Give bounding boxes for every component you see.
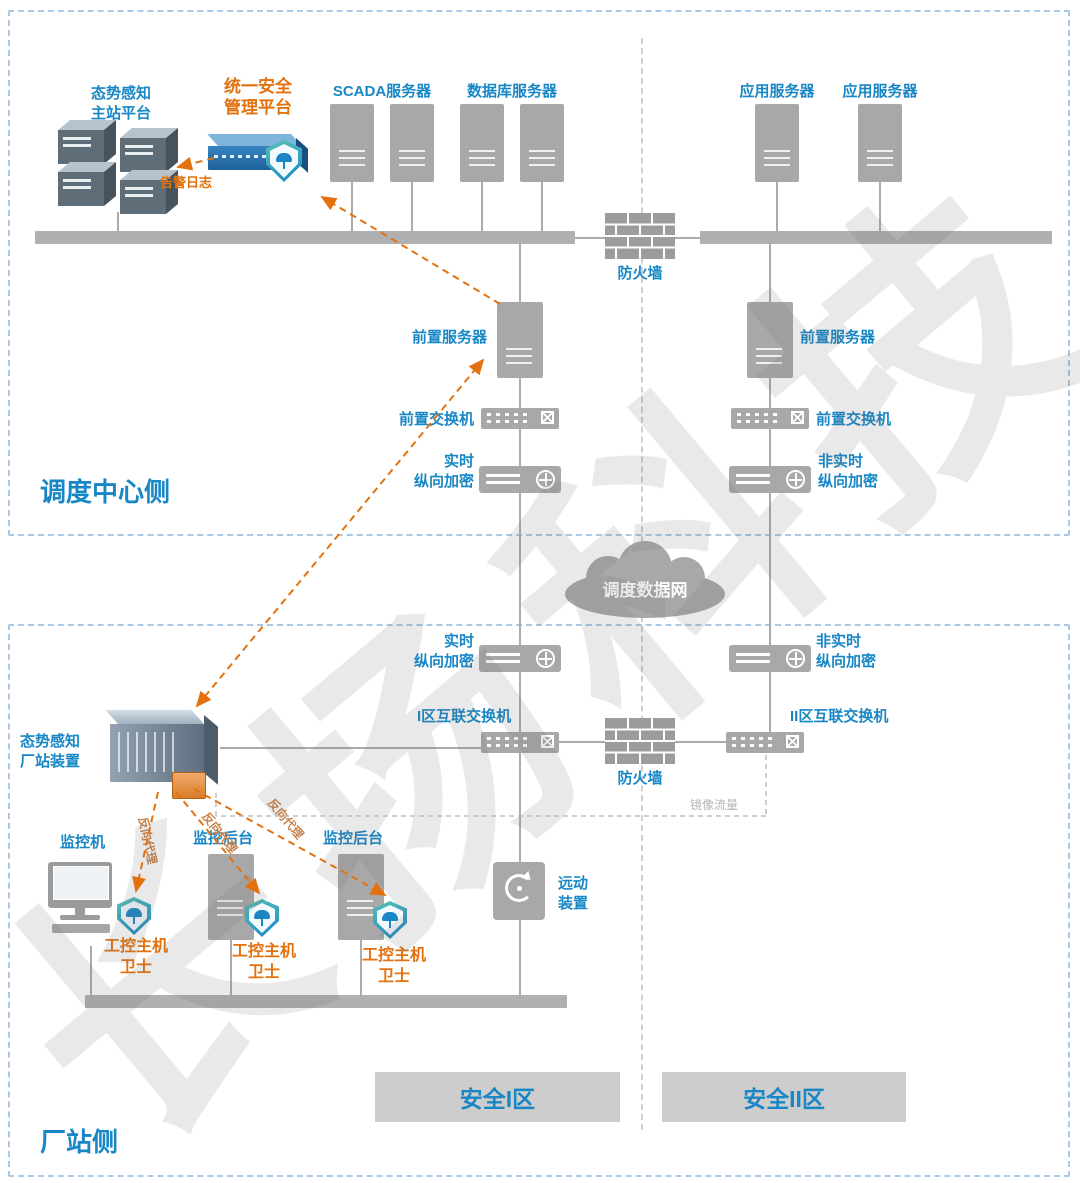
scada-server-icon-1 [330,104,374,182]
host-guard-label-3: 工控主机卫士 [361,947,426,985]
station-awareness-device-icon [105,710,222,800]
monitor-pc-icon [48,862,134,946]
front-server-left-icon [497,302,543,378]
front-switch-right-icon [731,408,809,429]
alert-log-label: 告警日志 [160,175,213,190]
front-switch-left-icon [481,408,559,429]
app-server-left-label: 应用服务器 [739,83,815,100]
host-guard-shield-icon-2 [245,899,279,937]
security-zone1-box: 安全I区 [375,1072,620,1122]
scada-server-icon-2 [390,104,434,182]
rtu-icon [493,862,545,920]
rtu-label: 远动 装置 [558,875,589,912]
dispatch-bus-right [700,231,1052,244]
front-switch-left-label: 前置交换机 [398,411,474,428]
rt-encrypt-left-icon [479,466,561,493]
station-bus [85,995,567,1008]
keyboard-icon [52,924,110,933]
zone1-switch-icon [481,732,559,753]
front-server-right-icon [747,302,793,378]
nrt-encrypt-right-label: 非实时 纵向加密 [818,453,879,490]
host-guard-label-2: 工控主机卫士 [231,943,296,981]
fan-icon [786,649,805,668]
firewall-top-icon [605,213,675,264]
cloud-label: 调度数据网 [602,581,688,600]
rt-encrypt-left-label: 实时 纵向加密 [413,453,474,490]
dispatch-bus-left [35,231,575,244]
cycle-arrows-icon [505,874,533,902]
uplink-port-icon [786,735,799,748]
situation-master-stack-icon [56,108,180,219]
device-orange-module [172,772,206,799]
app-server-right-label: 应用服务器 [842,83,918,100]
uplink-port-icon [541,735,554,748]
umbrella-icon [276,153,292,169]
monitor-pc-label: 监控机 [60,834,106,851]
database-server-icon-2 [520,104,564,182]
platform-shield-icon [266,140,302,182]
fan-icon [536,649,555,668]
security-zone2-label: 安全II区 [743,1086,825,1112]
mirror-traffic-label: 镜像流量 [690,798,739,812]
front-server-left-label: 前置服务器 [411,329,487,346]
screen [53,866,109,900]
security-zone2-box: 安全II区 [662,1072,906,1122]
dispatch-zone-border [8,10,1070,536]
station-zone-border [8,624,1070,1177]
station-device-label: 态势感知 厂站装置 [20,733,81,770]
unified-platform-label: 统一安全 管理平台 [224,77,292,117]
firewall-top-label: 防火墙 [617,265,663,282]
database-server-label: 数据库服务器 [466,83,557,100]
umbrella-icon [254,910,270,926]
nrt-encrypt-station-icon [729,645,811,672]
zone1-switch-label: I区互联交换机 [417,708,512,725]
database-server-icon-1 [460,104,504,182]
device-ports [214,155,270,158]
nrt-encrypt-station-label: 非实时 纵向加密 [816,633,877,670]
front-server-right-label: 前置服务器 [800,329,876,346]
security-zone1-label: 安全I区 [459,1086,536,1112]
situation-master-label: 态势感知 主站平台 [90,85,151,122]
firewall-bottom-label: 防火墙 [617,770,663,787]
host-guard-shield-icon-1 [117,897,151,935]
app-server-left-icon [755,104,799,182]
app-server-right-icon [858,104,902,182]
rt-encrypt-station-label: 实时 纵向加密 [413,633,474,670]
front-switch-right-label: 前置交换机 [816,411,892,428]
host-guard-label-1: 工控主机卫士 [103,938,168,976]
uplink-port-icon [541,411,554,424]
host-guard-shield-icon-3 [373,901,407,939]
dispatch-zone-title: 调度中心侧 [40,477,171,507]
zone2-switch-icon [726,732,804,753]
umbrella-icon [382,912,398,928]
rt-encrypt-station-icon [479,645,561,672]
monitor-backend-2-label: 监控后台 [323,830,384,847]
station-zone-title: 厂站侧 [40,1127,119,1157]
uplink-port-icon [791,411,804,424]
zone2-switch-label: II区互联交换机 [790,708,889,725]
fan-icon [536,470,555,489]
nrt-encrypt-right-icon [729,466,811,493]
fan-icon [786,470,805,489]
dispatch-data-network-cloud: 调度数据网 [560,538,730,622]
scada-server-label: SCADA服务器 [332,83,432,100]
umbrella-icon [126,908,142,924]
firewall-bottom-icon [605,718,675,769]
